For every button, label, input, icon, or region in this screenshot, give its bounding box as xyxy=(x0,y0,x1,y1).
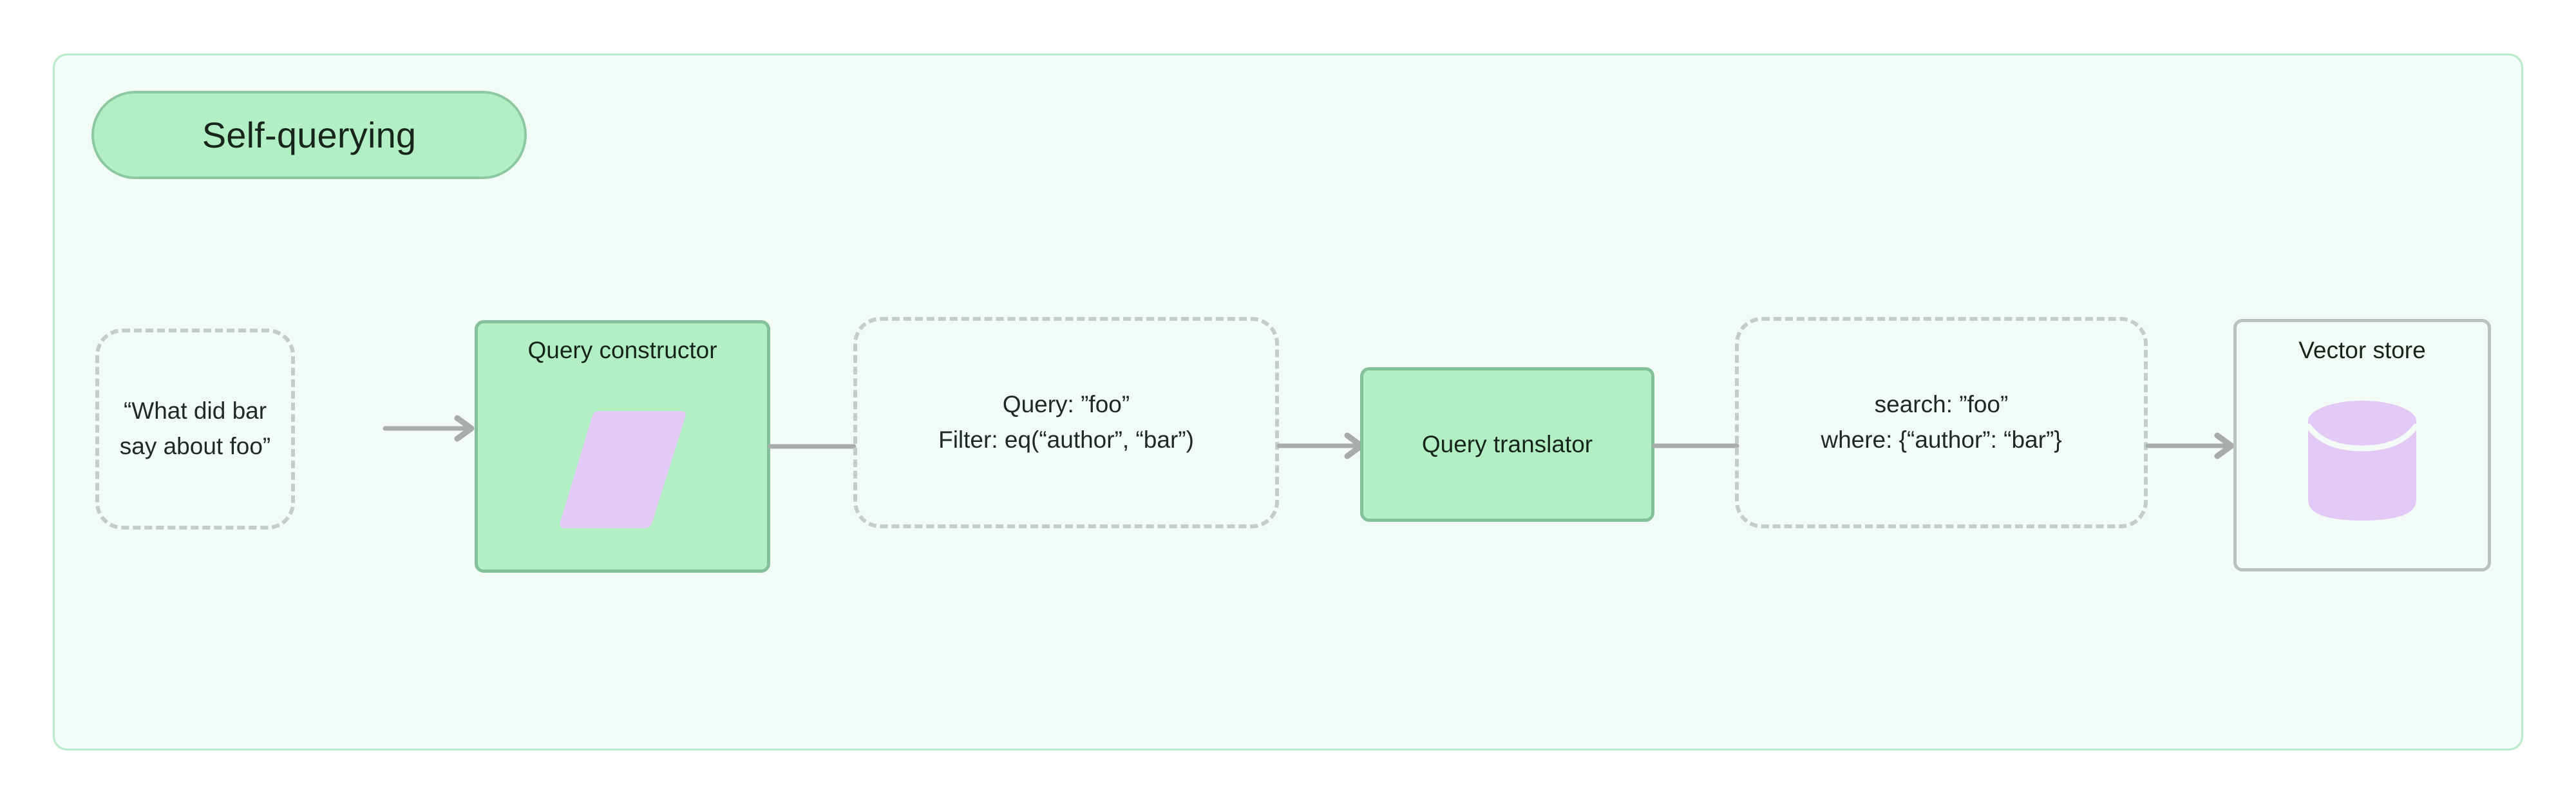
edge-query-to-translator xyxy=(1276,432,1367,459)
query-translator-label: Query translator xyxy=(1421,430,1593,457)
native-query-line-2: where: {“author”: “bar”} xyxy=(1821,426,2062,453)
structured-query-line-1: Query: ”foo” xyxy=(1002,391,1130,418)
structured-query-line-2: Filter: eq(“author”, “bar”) xyxy=(938,426,1194,453)
user-question-line-2: say about foo” xyxy=(119,433,271,459)
edge-translator-to-native xyxy=(1652,433,1739,459)
subgraph-title-badge: Self-querying xyxy=(91,91,527,179)
subgraph-title-label: Self-querying xyxy=(202,114,417,155)
vector-store-node[interactable]: Vector store xyxy=(2233,319,2491,571)
edge-constructor-to-query xyxy=(768,434,857,459)
native-query-line-1: search: ”foo” xyxy=(1874,391,2009,418)
query-translator-node[interactable]: Query translator xyxy=(1360,367,1654,522)
parallelogram-icon xyxy=(558,406,687,533)
database-cylinder-icon xyxy=(2306,398,2419,523)
user-question-line-1: “What did bar xyxy=(123,397,267,425)
structured-query-node[interactable]: Query: ”foo” Filter: eq(“author”, “bar”) xyxy=(853,317,1279,528)
native-query-node[interactable]: search: ”foo” where: {“author”: “bar”} xyxy=(1735,317,2148,528)
vector-store-label: Vector store xyxy=(2298,337,2426,363)
edge-native-to-store xyxy=(2145,432,2238,459)
query-constructor-node[interactable]: Query constructor xyxy=(475,320,770,573)
edge-question-to-constructor xyxy=(383,415,477,442)
query-constructor-label: Query constructor xyxy=(527,337,717,363)
user-question-node[interactable]: “What did bar say about foo” xyxy=(95,329,295,530)
